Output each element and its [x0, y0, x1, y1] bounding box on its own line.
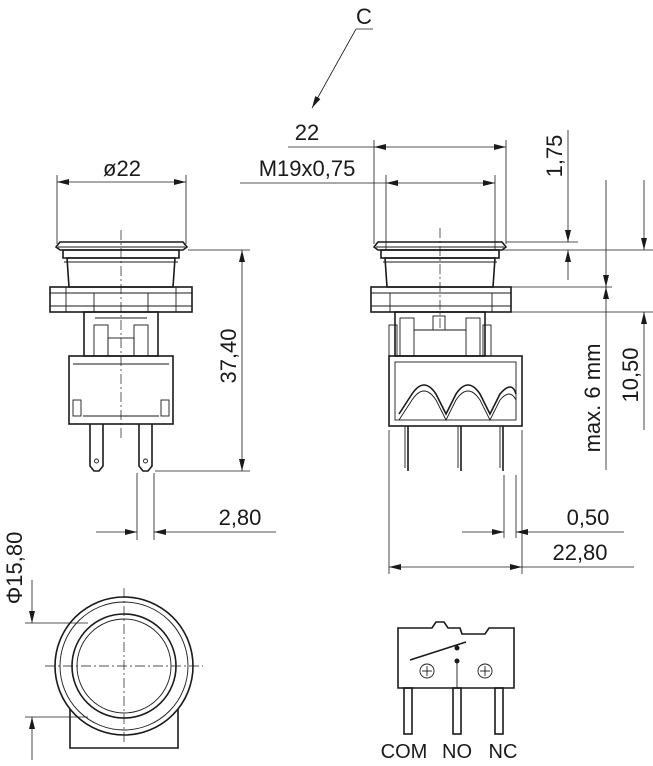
- schematic-terminal-nc: [494, 687, 504, 735]
- panel-thickness-label: max. 6 mm: [580, 344, 605, 453]
- bottom-housing-tab: [69, 700, 179, 749]
- thread-label: M19x0,75: [259, 156, 356, 181]
- front-cap: [54, 241, 189, 251]
- side-dimensions: 22 M19x0,75 1,75 max. 6 mm 10,50 0,50: [240, 120, 653, 574]
- front-view: [49, 230, 193, 472]
- front-height-label: 37,40: [216, 328, 241, 383]
- front-bezel: [62, 249, 180, 259]
- side-length-label: 22,80: [552, 540, 607, 565]
- schematic-right-pivot: [477, 663, 493, 679]
- terminal-no-label: NO: [442, 741, 472, 763]
- section-marker-c: C: [311, 4, 373, 109]
- schematic-terminal-com: [403, 687, 413, 735]
- bezel-height-label: 1,75: [542, 135, 567, 178]
- flange-offset-label: 0,50: [567, 505, 610, 530]
- schematic-terminal-no: [452, 687, 462, 735]
- schematic-housing: [397, 621, 515, 689]
- side-contact-springs: [398, 384, 517, 416]
- body-diameter-label: Φ15,80: [2, 532, 27, 605]
- side-width-label: 22: [295, 120, 319, 145]
- side-switch-body: [388, 355, 523, 427]
- front-diameter-label: ø22: [103, 156, 141, 181]
- section-marker-label: C: [356, 4, 372, 29]
- schematic-left-pivot: [419, 663, 435, 679]
- side-nut: [370, 286, 512, 313]
- front-terminal-left: [89, 424, 104, 472]
- side-view: [370, 228, 523, 471]
- terminal-nc-label: NC: [489, 741, 518, 763]
- bottom-view: Φ15,80: [2, 532, 203, 760]
- terminal-com-label: COM: [381, 741, 428, 763]
- switch-schematic: COM NO NC: [381, 621, 518, 763]
- terminal-pitch-label: 2,80: [219, 505, 262, 530]
- front-terminal-right: [138, 424, 153, 472]
- front-dimensions: ø22 37,40 2,80: [56, 156, 276, 540]
- schematic-contact-blade: [409, 641, 467, 661]
- mount-depth-label: 10,50: [618, 347, 643, 402]
- side-cap: [372, 241, 508, 251]
